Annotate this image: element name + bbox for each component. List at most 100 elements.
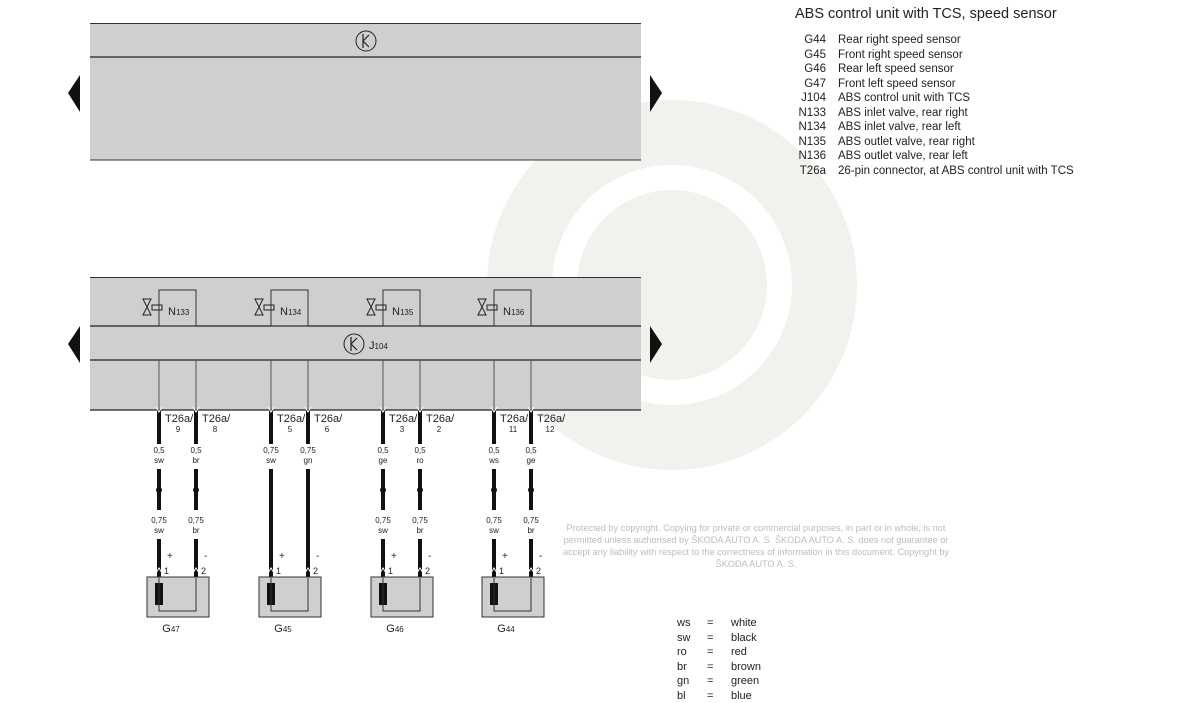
component-description: ABS outlet valve, rear right xyxy=(838,135,975,148)
copyright-notice: Protected by copyright. Copying for priv… xyxy=(562,523,950,569)
legend-equals: = xyxy=(707,617,714,629)
page-prev-arrow-top[interactable] xyxy=(68,75,80,112)
connector-label: T26a/ xyxy=(389,413,418,425)
wire-size: 0,75 xyxy=(486,516,502,525)
legend-color-name: blue xyxy=(731,689,752,702)
wire-size: 0,75 xyxy=(412,516,428,525)
valve-icon xyxy=(477,298,487,316)
connector-label: T26a/ xyxy=(426,413,455,425)
component-code: G44 xyxy=(804,34,826,46)
wire-color: sw xyxy=(154,456,164,465)
wire-size: 0,5 xyxy=(377,446,389,455)
terminal-number: 2 xyxy=(536,566,541,576)
wire-color: gn xyxy=(304,456,313,465)
page-prev-arrow-bottom[interactable] xyxy=(68,326,80,363)
wire-color: br xyxy=(192,526,199,535)
polarity-label: - xyxy=(428,551,431,562)
sensor-label: G44 xyxy=(497,623,515,635)
legend-color-name: black xyxy=(731,631,757,644)
pin-number: 2 xyxy=(437,425,442,434)
component-code: G45 xyxy=(804,48,826,61)
connector-label: T26a/ xyxy=(165,413,194,425)
wire-color: ws xyxy=(488,456,499,465)
wire-size: 0,5 xyxy=(153,446,165,455)
wire-color: ge xyxy=(527,456,536,465)
junction-dot xyxy=(380,487,386,493)
solenoid-icon xyxy=(486,304,498,311)
component-code: G47 xyxy=(804,77,826,90)
wire-color: sw xyxy=(489,526,499,535)
wire-color: ro xyxy=(416,456,424,465)
legend-color-name: green xyxy=(731,675,760,687)
sensor-G44-circuit: T26a/110,5ws0,75sw+1T26a/120,5ge0,75br-2… xyxy=(481,360,566,635)
legend-code: sw xyxy=(677,631,691,644)
terminal-number: 1 xyxy=(388,566,393,576)
diagram-title: ABS control unit with TCS, speed sensor xyxy=(795,6,1057,22)
valve-label: N134 xyxy=(280,306,302,318)
valve-N133: N133 xyxy=(142,289,197,327)
top-control-panel xyxy=(90,23,641,161)
legend-item: bl = blue xyxy=(677,689,761,703)
component-description: Rear left speed sensor xyxy=(838,63,954,75)
page-next-arrow-top[interactable] xyxy=(650,75,662,112)
valve-label: N136 xyxy=(503,306,525,318)
polarity-label: - xyxy=(539,551,542,562)
component-description: 26-pin connector, at ABS control unit wi… xyxy=(838,164,1074,177)
terminal-number: 2 xyxy=(201,566,206,576)
pin-number: 12 xyxy=(546,425,555,434)
valve-icon xyxy=(254,298,264,316)
legend-code: ws xyxy=(677,617,691,629)
legend-code: bl xyxy=(677,689,686,702)
component-description: ABS inlet valve, rear left xyxy=(838,121,961,133)
legend-color-name: brown xyxy=(731,660,761,673)
sensor-label: G47 xyxy=(162,623,180,635)
connector-label: T26a/ xyxy=(277,413,306,425)
polarity-label: + xyxy=(279,551,285,562)
legend-item: ws = white xyxy=(677,616,761,631)
component-description: Rear right speed sensor xyxy=(838,34,961,46)
component-code: G46 xyxy=(804,63,826,75)
polarity-label: - xyxy=(204,551,207,562)
legend-color-name: red xyxy=(731,646,747,658)
junction-dot xyxy=(156,487,162,493)
valve-N135: N135 xyxy=(366,289,421,327)
legend-color-name: white xyxy=(731,617,757,629)
legend-code: ro xyxy=(677,646,687,658)
sensor-label: G45 xyxy=(274,623,292,635)
pin-number: 8 xyxy=(213,425,218,434)
legend-item: sw=black xyxy=(677,631,761,646)
junction-dot xyxy=(528,487,534,493)
component-code: J104 xyxy=(801,92,826,104)
page-next-arrow-bottom[interactable] xyxy=(650,326,662,363)
junction-dot xyxy=(193,487,199,493)
legend-equals: = xyxy=(707,689,714,702)
valve-label: N135 xyxy=(392,306,414,318)
wire-size: 0,5 xyxy=(525,446,537,455)
wire-size: 0,75 xyxy=(300,446,316,455)
sensor-G46-circuit: T26a/30,5ge0,75sw+1T26a/20,5ro0,75br-2G4… xyxy=(370,360,455,635)
junction-dot xyxy=(417,487,423,493)
pin-number: 3 xyxy=(400,425,405,434)
polarity-label: + xyxy=(167,551,173,562)
solenoid-icon xyxy=(151,304,163,311)
abs-control-unit-panel: J104 xyxy=(90,277,641,411)
control-unit-label: J104 xyxy=(369,340,388,352)
valve-icon xyxy=(142,298,152,316)
